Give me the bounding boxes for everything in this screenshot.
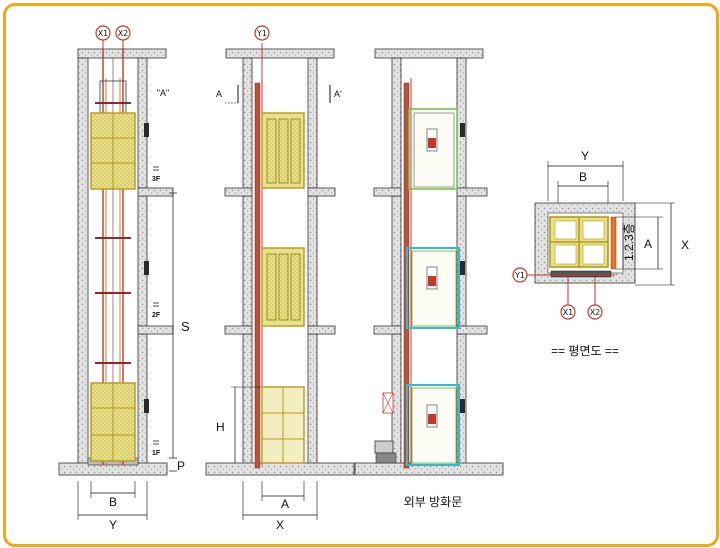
- floor-2f-label: 2F: [152, 312, 161, 319]
- elevator-diagram: X1 X2 "A" 3F 2F 1F S P B Y: [58, 25, 689, 532]
- dim-a-label: A: [281, 497, 289, 511]
- x1-label: X1: [98, 29, 109, 38]
- plan-rail-label: 1.2.3층: [622, 223, 636, 261]
- cut-a-label: A: [216, 89, 222, 99]
- plan-x1-label: X1: [563, 308, 574, 317]
- plan-y-label: Y: [581, 149, 589, 163]
- section-a-label: "A": [157, 88, 169, 98]
- plan-b-label: B: [579, 170, 587, 184]
- plan-x-label: X: [681, 238, 689, 252]
- cut-a-prime-label: A': [334, 89, 342, 99]
- y1-bubble: [254, 25, 270, 41]
- plan-view: Y1 X1 X2 Y B A X 1.2.3층 == 평면도 ==: [512, 149, 689, 358]
- fire-door-view: 외부 방화문: [354, 48, 504, 509]
- x2-label: X2: [118, 29, 129, 38]
- floor-1f-label: 1F: [152, 450, 161, 457]
- front-section-view: A A' Y1 H A X: [205, 25, 355, 532]
- dim-y-label: Y: [109, 518, 117, 532]
- plan-y1-label: Y1: [514, 271, 525, 280]
- side-section-view: X1 X2 "A" 3F 2F 1F S P B Y: [58, 25, 190, 532]
- plan-a-label: A: [644, 237, 652, 251]
- dim-p-label: P: [177, 459, 185, 473]
- y1-label: Y1: [256, 29, 267, 38]
- dim-h-label: H: [216, 420, 225, 434]
- dim-b-label: B: [109, 495, 117, 509]
- dim-s-label: S: [181, 319, 190, 334]
- dim-x-label: X: [276, 518, 284, 532]
- floor-3f-label: 3F: [152, 176, 161, 183]
- plan-x2-label: X2: [590, 308, 601, 317]
- plan-title: == 평면도 ==: [551, 344, 619, 358]
- diagram-frame: X1 X2 "A" 3F 2F 1F S P B Y: [3, 3, 719, 547]
- door-caption: 외부 방화문: [404, 495, 463, 509]
